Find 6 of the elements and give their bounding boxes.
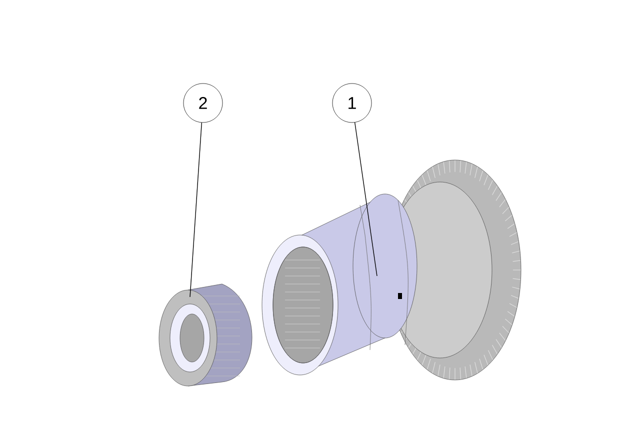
callout-balloon: 2 [183,83,223,123]
bushing-drawing [158,284,252,386]
hub-drawing [262,160,522,380]
leader-line [190,122,202,298]
callout-balloon: 1 [332,83,372,123]
leader-line [354,122,378,276]
